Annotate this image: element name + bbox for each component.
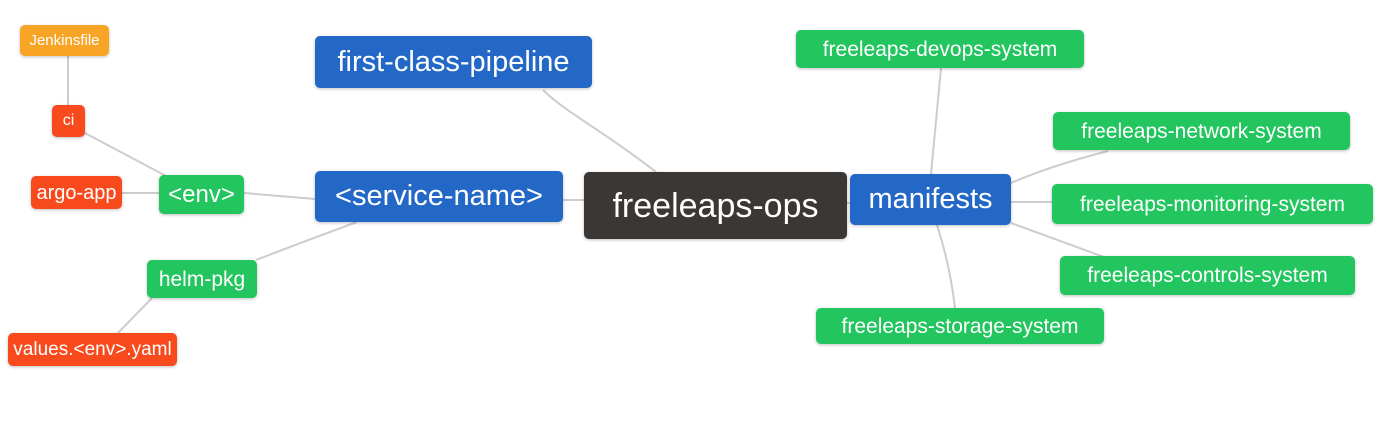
edge-manifests-storage-system [936, 224, 956, 309]
node-ci[interactable]: ci [52, 105, 85, 137]
node-first-class-pipeline[interactable]: first-class-pipeline [315, 36, 592, 88]
node-freeleaps-storage-system[interactable]: freeleaps-storage-system [816, 308, 1104, 344]
node-env[interactable]: <env> [159, 175, 244, 214]
node-service-name[interactable]: <service-name> [315, 171, 563, 222]
node-freeleaps-controls-system[interactable]: freeleaps-controls-system [1060, 256, 1355, 295]
edge-values-env-yaml-helm-pkg [117, 297, 153, 334]
node-freeleaps-ops-root[interactable]: freeleaps-ops [584, 172, 847, 239]
node-helm-pkg[interactable]: helm-pkg [147, 260, 257, 298]
node-freeleaps-monitoring-system[interactable]: freeleaps-monitoring-system [1052, 184, 1373, 224]
edge-first-class-pipeline-freeleaps-ops [542, 89, 657, 173]
node-freeleaps-devops-system[interactable]: freeleaps-devops-system [796, 30, 1084, 68]
edge-helm-pkg-service-name [255, 221, 358, 261]
edge-ci-env [84, 132, 167, 177]
edge-manifests-network-system [1010, 150, 1109, 184]
node-jenkinsfile[interactable]: Jenkinsfile [20, 25, 109, 56]
edge-manifests-devops-system [930, 67, 942, 175]
edge-env-service-name [243, 192, 316, 200]
node-freeleaps-network-system[interactable]: freeleaps-network-system [1053, 112, 1350, 150]
node-manifests[interactable]: manifests [850, 174, 1011, 225]
edge-manifests-controls-system [1010, 222, 1105, 258]
node-values-env-yaml[interactable]: values.<env>.yaml [8, 333, 177, 366]
node-argo-app[interactable]: argo-app [31, 176, 122, 209]
